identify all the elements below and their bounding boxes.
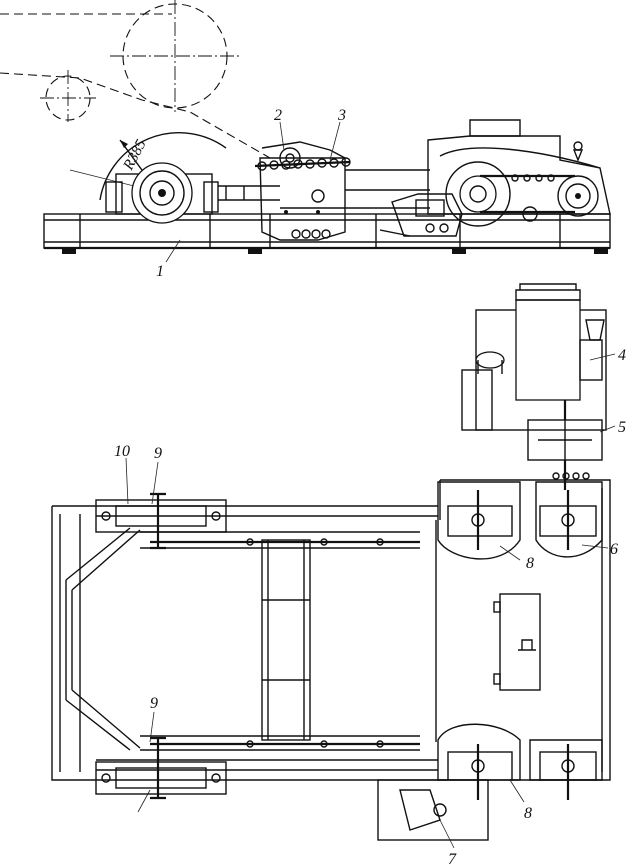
chain-links-lower — [291, 229, 331, 239]
lower-drive-box — [377, 779, 489, 841]
inspection-plate — [499, 593, 541, 691]
coupling-box — [461, 369, 493, 431]
dashed-outline-lower — [0, 72, 271, 159]
chain-links-upper — [257, 157, 351, 171]
callout-10: 10 — [114, 443, 130, 460]
gearbox-chain — [480, 174, 575, 214]
callout-9-upper: 9 — [154, 445, 162, 462]
cutaway-lower — [437, 723, 521, 781]
pinion-gear — [459, 175, 497, 213]
callout-1: 1 — [156, 263, 164, 280]
lower-idler-frame — [95, 761, 227, 795]
cutaway-upper-left — [437, 481, 521, 560]
motor-body — [515, 299, 581, 401]
plan-view — [51, 283, 611, 841]
lower-pulley — [150, 736, 166, 800]
outer-frame — [51, 479, 611, 781]
tension-bracket — [391, 193, 463, 237]
cutaway-upper-right — [535, 481, 603, 558]
central-roller — [261, 539, 311, 741]
chain-housing — [259, 157, 346, 241]
upper-pulley — [150, 492, 166, 550]
callout-6: 6 — [610, 541, 618, 558]
callout-4: 4 — [618, 347, 626, 364]
callout-3: 3 — [337, 107, 346, 124]
labels: R385 1 2 3 4 5 6 7 8 8 9 9 10 — [114, 107, 626, 867]
callout-8-lower: 8 — [524, 805, 532, 822]
upper-idler-frame — [95, 499, 227, 533]
callout-2: 2 — [274, 107, 282, 124]
hand-wheel — [475, 351, 505, 369]
callout-7: 7 — [448, 851, 457, 867]
side-view — [0, 0, 611, 254]
callout-5: 5 — [618, 419, 626, 436]
frame-truss — [65, 527, 141, 751]
callout-9-lower: 9 — [150, 695, 158, 712]
callout-leaders — [125, 121, 616, 849]
callout-8-upper: 8 — [526, 555, 534, 572]
